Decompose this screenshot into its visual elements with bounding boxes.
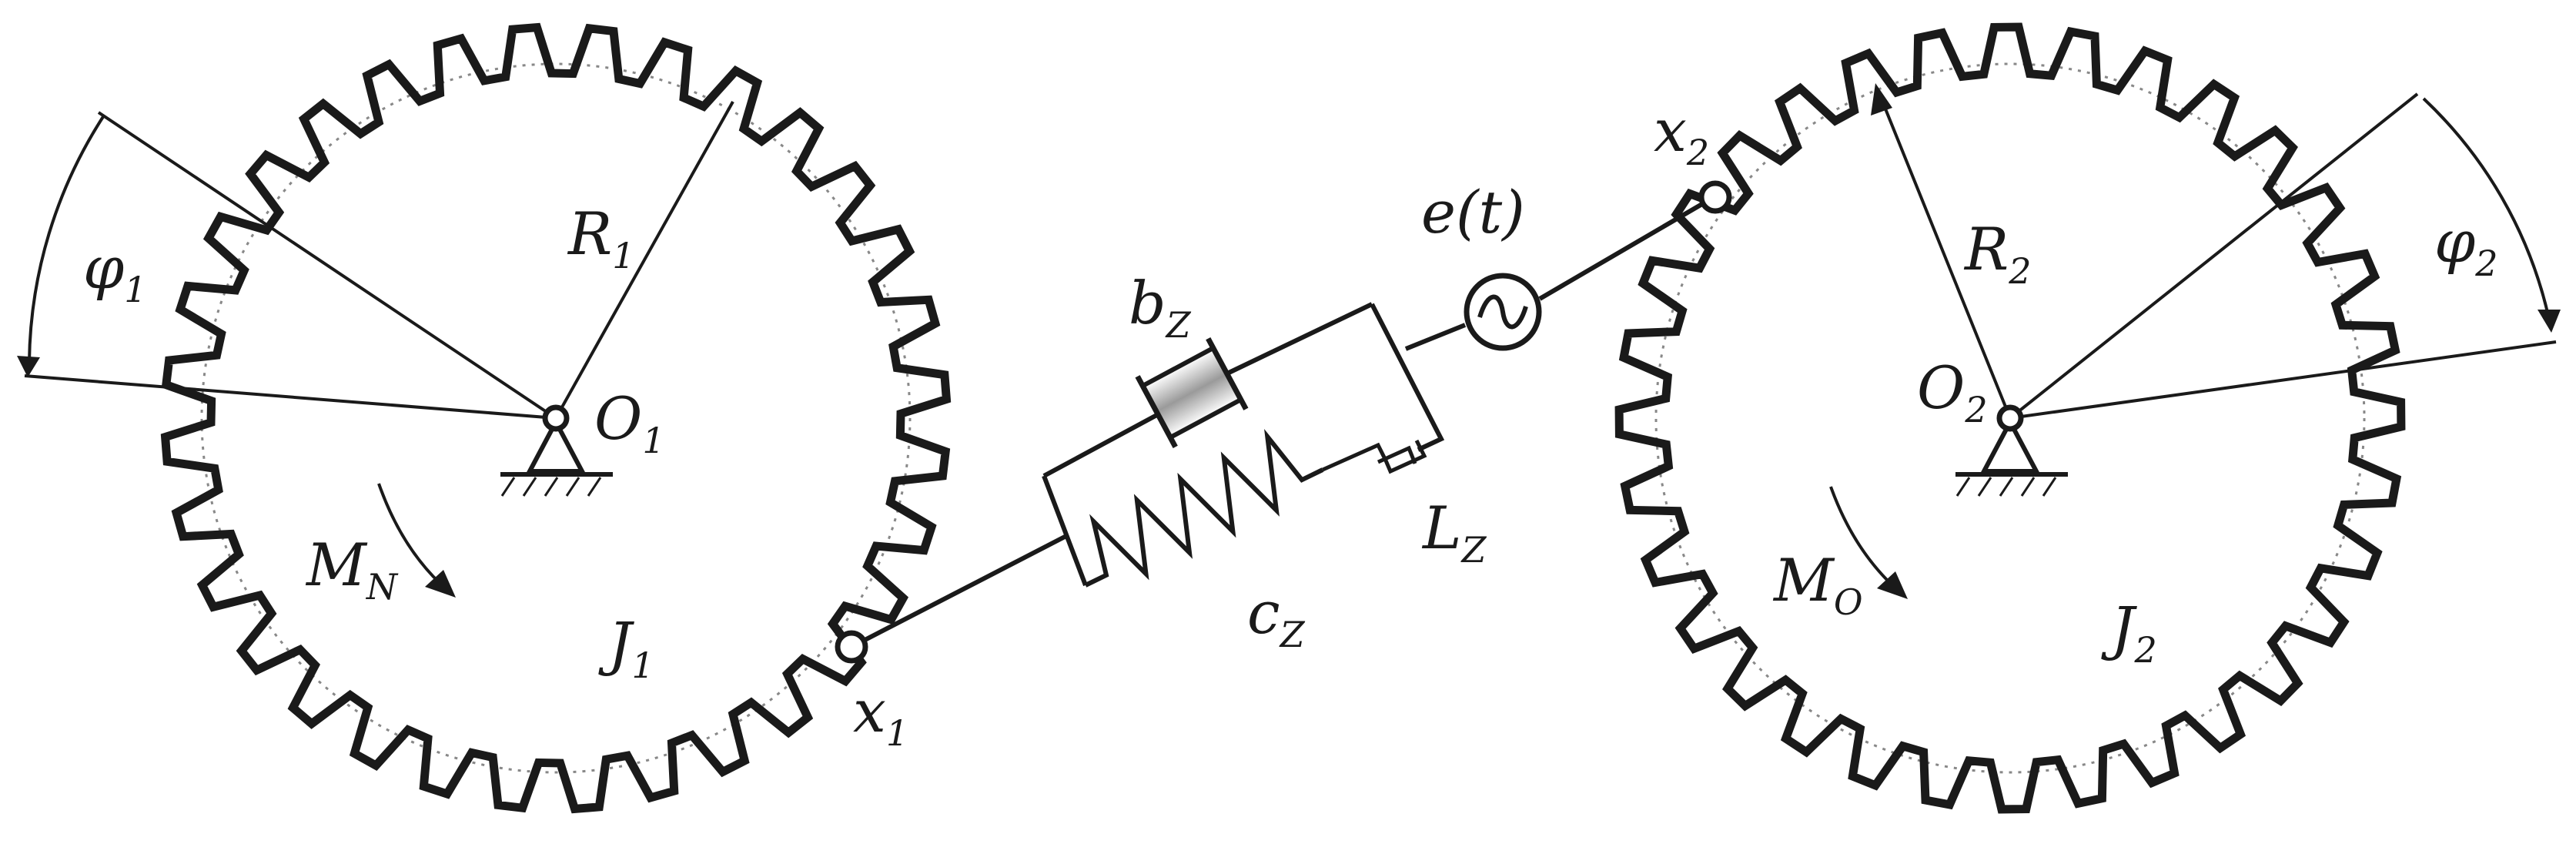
backlash-label: LZ [1421, 494, 1487, 571]
gear-2-pivot [1955, 404, 2068, 497]
coupling-frame-right [1370, 303, 1445, 452]
excitation-label: e(t) [1421, 178, 1525, 246]
contact-point-2 [1698, 180, 1732, 214]
gear-2-inertia-label: J2 [2101, 594, 2157, 671]
spring [1084, 428, 1324, 588]
gear-2-moment-arrowhead [1877, 571, 1908, 599]
damper-rod-right [1226, 302, 1373, 376]
damper [1135, 337, 1249, 449]
gear-1-radius-line [554, 101, 734, 419]
gear-1-angle-arc [28, 114, 105, 363]
gear-2-teeth [1614, 22, 2406, 814]
gear-1 [17, 22, 952, 814]
gear-2-radius-line [1878, 95, 2012, 419]
link-lower [850, 534, 1068, 649]
contact-point-1 [835, 630, 868, 664]
gear-1-pivot [500, 404, 613, 497]
gear-2-radius-label: R2 [1963, 215, 2032, 292]
gear-1-angle-arrowhead [17, 356, 40, 377]
contact-point-1-label: x1 [853, 677, 908, 754]
gear-2-angle-arc [2422, 97, 2550, 316]
contact-point-2-label: x2 [1654, 96, 1709, 173]
gear-1-teeth [160, 22, 952, 814]
gear-2 [1614, 22, 2561, 814]
coupling-frame-left [1042, 474, 1088, 587]
gear-1-center-label: O1 [594, 384, 665, 461]
backlash-element [1321, 439, 1427, 474]
mesh-coupling [835, 180, 1732, 664]
gear-2-moment-arrow [1829, 486, 1894, 587]
gear-1-moment-arrowhead [425, 570, 456, 598]
sine-source-icon [1464, 273, 1542, 351]
gear-1-angle-line-lower [24, 374, 557, 420]
gear-2-angle-label: φ2 [2434, 207, 2498, 284]
damper-rod-left [1042, 410, 1164, 478]
gear-2-angle-line-lower [2009, 340, 2557, 420]
gear-2-pitch-circle [1654, 62, 2366, 774]
spring-label: cZ [1247, 578, 1306, 655]
gear-1-angle-label: φ1 [83, 233, 147, 310]
damper-label: bZ [1129, 269, 1192, 346]
gear-1-inertia-label: J1 [598, 609, 654, 686]
gear-1-radius-label: R1 [567, 199, 635, 276]
gear-1-angle-line-upper [97, 111, 557, 420]
gear-1-moment-label: MN [305, 531, 399, 608]
gear-1-moment-arrow [377, 483, 442, 585]
gear-2-moment-label: MO [1772, 546, 1863, 623]
labels: R1 O1 φ1 MN J1 x1 bZ cZ LZ e(t) x2 R2 O2… [83, 96, 2498, 754]
link-upper [1538, 199, 1708, 301]
gear-2-angle-line-upper [2009, 92, 2419, 420]
link-to-excitation [1404, 323, 1467, 351]
gear-1-pitch-circle [200, 62, 912, 774]
gear-2-radius-arrowhead [1871, 83, 1892, 116]
gear-2-angle-arrowhead [2538, 310, 2561, 333]
gear-2-center-label: O2 [1917, 353, 1988, 430]
